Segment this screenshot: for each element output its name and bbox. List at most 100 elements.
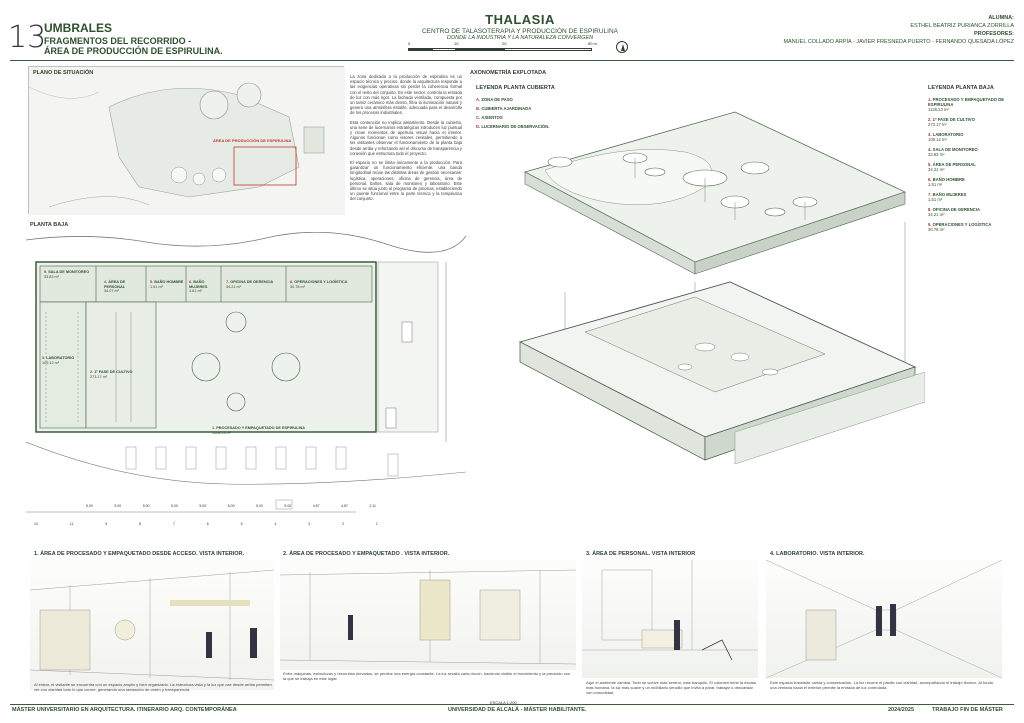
scale-tick-1: 10 (454, 41, 459, 46)
legend-ground-title: LEYENDA PLANTA BAJA (928, 85, 994, 91)
production-area-label: ÁREA DE PRODUCCIÓN DE ESPIRULINA (213, 138, 292, 143)
project-subtitle: CENTRO DE TALASOTERAPIA Y PRODUCCIÓN DE … (421, 28, 618, 35)
legend-roof: LEYENDA PLANTA CUBIERTA A. ZONA DE PASO … (476, 85, 556, 129)
room-5-area: 1.61 m² (150, 284, 163, 289)
dim: 5.00 (171, 504, 178, 508)
room-label-7: 7. OFICINA DE GERENCIA 34.21 m² (226, 280, 284, 289)
scale-note: ESCALA 1:200 (490, 700, 517, 705)
view-4-caption: Este espacio transmite calma y concentra… (770, 680, 995, 690)
room-6-num: 6. (189, 280, 193, 284)
room-2-num: 2. (90, 370, 94, 374)
legend-area: 33.83 m² (928, 152, 945, 157)
legend-area: 109.12 m² (928, 137, 947, 142)
ground-plan-title: PLANTA BAJA (30, 222, 69, 228)
situation-plan: PLANO DE SITUACIÓN ÁREA DE PRODUCCIÓN DE… (28, 66, 345, 215)
legend-text: LABORATORIO (932, 132, 964, 137)
header-rule (10, 60, 1014, 61)
ground-floor-plan: 9. SALA DE MONITOREO 33.83 m² 4. ÁREA DE… (25, 231, 467, 532)
view-3-image (582, 560, 758, 678)
dim: 4.87 (312, 504, 320, 508)
footer-year: 2024/2025 (888, 707, 914, 713)
footer-rule (10, 704, 1014, 705)
room-8-num: 8. (290, 280, 294, 284)
view-1-title: 1. ÁREA DE PROCESADO Y EMPAQUETADO DESDE… (34, 551, 245, 557)
room-3-area: 109.12 m² (42, 360, 60, 365)
room-8-name: OPERACIONES Y LOGÍSTICA (294, 280, 348, 284)
legend-text: SALA DE MONITOREO (932, 147, 978, 152)
view-2-title: 2. ÁREA DE PROCESADO Y EMPAQUETADO . VIS… (283, 551, 450, 557)
legend-roof-title: LEYENDA PLANTA CUBIERTA (476, 85, 555, 91)
legend-num: 4. (928, 147, 932, 152)
legend-num: 6. (928, 177, 932, 182)
legend-area: 273.17 m² (928, 122, 947, 127)
room-9-num: 9. (44, 270, 48, 274)
sheet-number: 13 (8, 20, 47, 55)
axo-drawing (518, 111, 926, 465)
legend-area: 1128.23 m² (928, 107, 949, 112)
legend-text: LUCERNARIO DE OBSERVACIÓN. (481, 124, 550, 129)
dim: 5.00 (199, 504, 207, 508)
scale-tick-3: 80 m (588, 41, 597, 46)
room-1-num: 1. (212, 426, 216, 430)
room-9-area: 33.83 m² (44, 274, 59, 279)
room-6-area: 1.61 m² (189, 289, 202, 293)
view-2-caption: Entre máquinas, estructuras y recorridos… (283, 671, 571, 681)
legend-num: 8. (928, 207, 932, 212)
room-5-name: BAÑO HOMBRE (154, 280, 184, 284)
grid-bubble: 8 (139, 522, 142, 526)
legend-num: 3. (928, 132, 932, 137)
legend-text: OPERACIONES Y LOGÍSTICA (932, 222, 992, 227)
grid-bubble: 5 (240, 522, 243, 526)
view-1-caption: Al entrar, el visitante se encuentra con… (34, 682, 272, 692)
view-4-title: 4. LABORATORIO. VISTA INTERIOR. (770, 551, 865, 557)
grid-axis-row: 10 11 9 8 7 6 5 4 3 2 1 (34, 522, 378, 526)
legend-ground: LEYENDA PLANTA BAJA 1. PROCESADO Y EMPAQ… (928, 85, 1008, 232)
plan-drawing (25, 231, 467, 513)
view-3-caption: Aquí el ambiente cambia. Todo se vuelve … (586, 680, 756, 695)
room-3-name: LABORATORIO (46, 356, 75, 360)
room-9-name: SALA DE MONITOREO (48, 270, 90, 274)
sheet-title: UMBRALES (44, 21, 112, 35)
axo-title: AXONOMETRÍA EXPLOTADA (470, 70, 547, 76)
view-2-image (279, 560, 577, 670)
room-1-area: 1128.23 m² (212, 430, 231, 435)
legend-ground-item: 1. PROCESADO Y EMPAQUETADO DE ESPIRULINA… (928, 97, 1008, 112)
grid-bubble: 11 (69, 522, 74, 526)
scale-tick-0: 0 (408, 41, 411, 46)
project-tagline: DONDE LA INDUSTRIA Y LA NATURALEZA CONVE… (446, 35, 594, 41)
room-7-name: OFICINA DE GERENCIA (230, 280, 274, 284)
legend-text: CUBIERTA AJARDINADA (481, 106, 532, 111)
legend-letter: B. (476, 106, 481, 111)
footer-center: UNIVERSIDAD DE ALCALÁ - MÁSTER HABILITAN… (448, 707, 587, 713)
legend-area: 34.21 m² (928, 212, 945, 217)
legend-text: ASIENTOS (481, 115, 503, 120)
legend-letter: A. (476, 97, 481, 102)
room-2-area: 273.17 m² (90, 374, 108, 379)
dim: 5.00 (114, 504, 122, 508)
footer-right: TRABAJO FIN DE MÁSTER (932, 707, 1003, 713)
legend-text: ÁREA DE PERSONAL (932, 162, 976, 167)
legend-text: ZONA DE PASO (481, 97, 513, 102)
sheet-subtitle: FRAGMENTOS DEL RECORRIDO - ÁREA DE PRODU… (44, 36, 223, 56)
legend-area: 1.51 m² (928, 197, 943, 202)
dim: 4.87 (341, 504, 348, 508)
professors-names: MANUEL COLLADO ARPÍA - JAVIER FRESNEDA P… (783, 39, 1014, 45)
view-3-title: 3. ÁREA DE PERSONAL. VISTA INTERIOR (586, 551, 696, 557)
legend-num: 1. (928, 97, 932, 102)
dim: 5.00 (256, 504, 263, 508)
situation-paragraph-3: El espacio no se limita únicamente a la … (350, 160, 462, 202)
professors-label: PROFESORES: (973, 31, 1014, 37)
grid-bubble: 2 (342, 522, 345, 526)
dim: 5.00 (86, 504, 93, 508)
subtitle-line-2: ÁREA DE PRODUCCIÓN DE ESPIRULINA. (44, 46, 223, 56)
dim: 5.00 (142, 504, 150, 508)
legend-area: 34.21 m² (928, 167, 945, 172)
room-label-5: 5. BAÑO HOMBRE 1.61 m² (150, 280, 186, 289)
situation-title: PLANO DE SITUACIÓN (33, 70, 94, 76)
exploded-axonometry (505, 92, 926, 532)
room-3-num: 3. (42, 356, 46, 360)
